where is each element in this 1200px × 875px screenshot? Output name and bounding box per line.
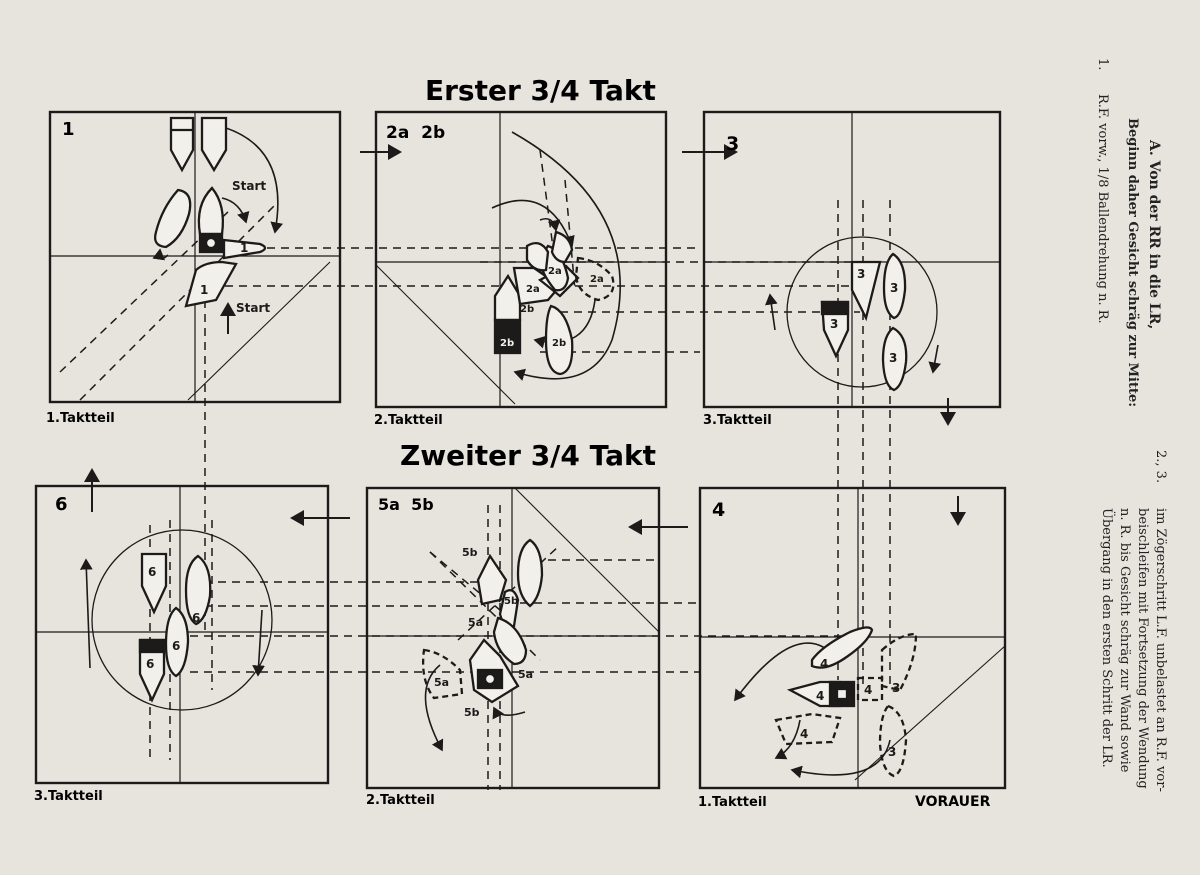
step-1-text: R.F. vorw., 1/8 Ballendrehung n. R. [1095,94,1110,324]
signature: VORAUER [915,794,991,810]
step-mark: 6 [148,565,156,579]
step-1-number: 1. [1095,58,1110,71]
second-measure-heading: Zweiter 3/4 Takt [400,439,656,472]
panel-frame-4 [698,486,1007,790]
panel-label-6: 6 [55,494,68,515]
step-mark: 5a [434,676,449,689]
step-mark: Start [232,179,266,193]
panel-label-1: 1 [62,119,75,140]
step-mark: 2a [590,274,604,285]
step-mark: 5b [464,706,480,719]
dance-step-diagram: Erster 3/4 Takt Zweiter 3/4 Takt [34,74,1007,810]
step-mark: 2b [500,338,514,349]
step-mark: 3 [892,681,900,695]
panel-caption-2: 2.Taktteil [374,413,443,428]
step-mark: 4 [864,683,872,697]
panel-frame-5 [365,486,661,790]
step-mark: 6 [146,657,154,671]
step-mark: 5b [462,546,478,559]
step-2-3-line: n. R. bis Gesicht schräg zur Wand sowie [1117,508,1132,773]
step-mark: 4 [816,689,824,703]
section-heading: A. Von der RR in die LR, [1146,140,1162,330]
step-mark: 5b [504,596,518,607]
step-mark: 4 [800,727,808,741]
step-2-3-number: 2., 3. [1153,450,1168,484]
panel-label-3: 3 [726,133,739,155]
step-mark: 6 [172,639,180,653]
section-subheading: Beginn daher Gesicht schräg zur Mitte: [1125,118,1140,408]
panel-frame-2 [374,110,668,409]
step-mark: 3 [857,267,865,281]
step-mark: 2b [520,304,534,315]
first-measure-heading: Erster 3/4 Takt [425,74,656,107]
panel-caption-6: 3.Taktteil [34,789,103,804]
step-2-3-line: im Zögerschritt L.F. unbelastet an R.F. … [1153,508,1168,792]
step-2-3-line: Übergang in den ersten Schritt der LR. [1099,508,1114,768]
step-mark: 1 [240,241,248,255]
step-mark: 5a [468,616,483,629]
panel-label-2: 2a 2b [386,123,445,143]
step-mark: Start [236,301,270,315]
panel-label-4: 4 [712,499,725,521]
step-mark: 2a [526,284,540,295]
panel-caption-5: 2.Taktteil [366,793,435,808]
panel-caption-1: 1.Taktteil [46,411,115,426]
panel-caption-4: 1.Taktteil [698,795,767,810]
step-mark: 3 [890,281,898,295]
step-mark: 3 [889,351,897,365]
panel-caption-3: 3.Taktteil [703,413,772,428]
panel-frame-6 [34,484,330,785]
step-mark: 6 [192,611,200,625]
step-mark: 4 [820,657,828,671]
step-mark: 1 [200,283,208,297]
step-2-3-line: beischleifen mit Fortsetzung der Wendung [1135,508,1150,789]
step-mark: 3 [888,745,896,759]
step-mark: 2b [552,338,566,349]
step-mark: 2a [548,266,562,277]
panel-label-5: 5a 5b [378,495,434,514]
step-mark: 3 [830,317,838,331]
step-mark: 5a [518,668,533,681]
